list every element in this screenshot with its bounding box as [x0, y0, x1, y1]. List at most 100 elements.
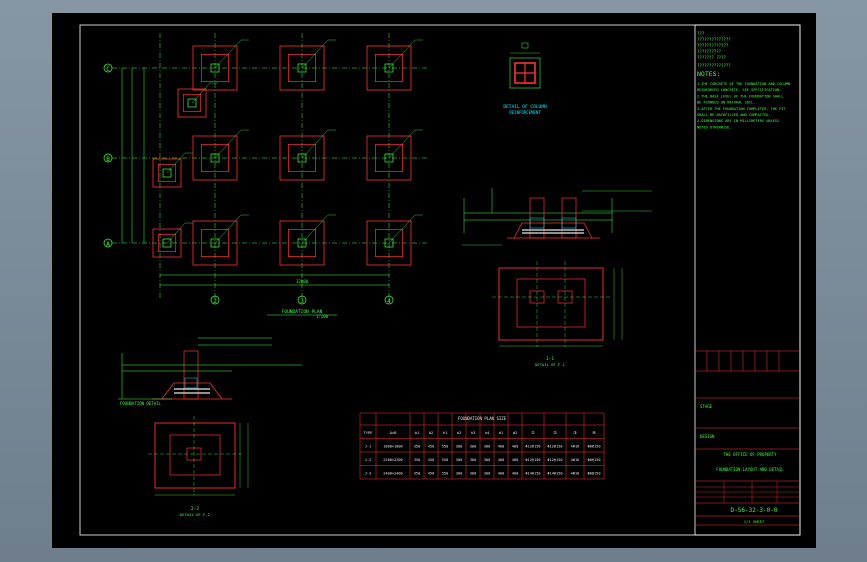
- table-cell: 550: [442, 444, 449, 448]
- note-line: 4.DIMENSIONS ARE IN MILLIMETERS UNLESS: [697, 119, 779, 123]
- note-line: 1.THE CONCRETE OF THE FOUNDATION AND COL…: [697, 82, 790, 86]
- table-cell: 450: [428, 444, 435, 448]
- section-1-note: DETAIL OF F-1: [535, 362, 565, 367]
- note-line: REINFORCED CONCRETE, SEE SPECIFICATION.: [697, 88, 781, 92]
- title-block: STAGE DESIGN THE OFFICE OF PROPERTY FOUN…: [695, 350, 800, 526]
- note-line: 3.AFTER THE FOUNDATION COMPLETED, THE PI…: [697, 107, 787, 111]
- svg-text:??????????????: ??????????????: [697, 37, 731, 42]
- footing: [177, 82, 218, 118]
- table-cell: 350: [414, 444, 421, 448]
- drawing-number: D-56-32-3-0-0: [731, 507, 778, 514]
- table-cell: 300: [470, 444, 477, 448]
- row-label-c: C: [106, 66, 110, 73]
- overall-dimension: 12000: [296, 279, 309, 284]
- elevation-left-label: FOUNDATION DETAIL: [120, 401, 162, 406]
- table-header-cell: ①: [531, 430, 535, 435]
- table-cell: 4Φ18: [571, 471, 580, 475]
- footing: [279, 214, 336, 266]
- footing: [192, 129, 249, 181]
- table-header-cell: h4: [485, 430, 490, 435]
- table-cell: 300: [456, 471, 463, 475]
- table-cell: J-1: [365, 444, 372, 448]
- row-label-a: A: [106, 241, 110, 248]
- table-title: FOUNDATION PLAN SIZE: [458, 416, 507, 421]
- table-cell: Φ14@150: [525, 471, 540, 475]
- table-cell: Φ8@150: [588, 458, 601, 462]
- table-header-cell: h2: [457, 430, 462, 435]
- table-cell: Φ12@150: [547, 444, 562, 448]
- table-cell: 1800×1800: [383, 444, 402, 448]
- table-header-cell: ③: [573, 430, 577, 435]
- table-cell: 2200×2200: [383, 458, 402, 462]
- notes-block: ??? ?????????????? ????????????? ???????…: [697, 31, 790, 129]
- table-header-cell: TYPE: [363, 430, 373, 435]
- table-header-cell: b1: [415, 430, 420, 435]
- title-column-border: [694, 24, 801, 536]
- table-header-cell: b2: [429, 430, 434, 435]
- footing: [192, 39, 249, 91]
- table-cell: 300: [484, 444, 491, 448]
- note-line: SHALL BE BACKFILLED AND COMPACTED.: [697, 113, 771, 117]
- table-cell: 400: [498, 458, 505, 462]
- svg-text:?????????????: ?????????????: [697, 43, 729, 48]
- stage-label: STAGE: [700, 404, 713, 409]
- table-header-cell: ④: [592, 430, 596, 435]
- footing: [279, 129, 336, 181]
- table-cell: J-2: [365, 458, 372, 462]
- table-cell: Φ12@150: [525, 444, 540, 448]
- table-cell: 300: [470, 471, 477, 475]
- table-header-cell: A×B: [390, 430, 398, 435]
- table-cell: 450: [428, 471, 435, 475]
- table-cell: 350: [414, 458, 421, 462]
- table-cell: Φ8@150: [588, 471, 601, 475]
- table-header-cell: ②: [553, 430, 557, 435]
- plan-scale: 1:100: [316, 314, 329, 319]
- table-cell: Φ14@150: [547, 471, 562, 475]
- plan-title: FOUNDATION PLAN: [282, 309, 323, 315]
- column-detail-subtitle: REINFORCEMENT: [509, 110, 541, 115]
- table-cell: 300: [484, 471, 491, 475]
- note-line: NOTED OTHERWISE.: [697, 125, 732, 129]
- footing: [192, 214, 249, 266]
- table-cell: 400: [512, 458, 519, 462]
- notes-heading: NOTES:: [697, 70, 720, 78]
- svg-text:??????? ????: ??????? ????: [697, 55, 726, 60]
- section-2-label: 2-2: [191, 506, 199, 512]
- note-line: BE FOUNDED ON NATURAL SOIL.: [697, 101, 755, 105]
- table-cell: 400: [512, 471, 519, 475]
- table-cell: 350: [414, 471, 421, 475]
- footing-elevation-right: [462, 188, 652, 246]
- col-label-3: 3: [300, 298, 304, 305]
- footing-plan-detail-1: 1-1 DETAIL OF F-1: [492, 261, 623, 367]
- footing-elevation-left: FOUNDATION DETAIL: [118, 337, 302, 406]
- footing-plan-detail-2: 2-2 DETAIL OF F-2: [148, 416, 249, 517]
- drawing-sheet: C B A 2 3 4 12000 FOUNDATION PLAN 1:100 …: [52, 13, 816, 548]
- table-cell: 400: [498, 444, 505, 448]
- footing: [366, 214, 423, 266]
- table-header-cell: h1: [443, 430, 448, 435]
- footing: [152, 152, 193, 188]
- svg-text:???: ???: [697, 31, 705, 36]
- table-cell: Φ8@150: [588, 444, 601, 448]
- table-header-cell: d2: [513, 430, 518, 435]
- row-label-b: B: [106, 156, 110, 163]
- table-cell: 300: [484, 458, 491, 462]
- table-cell: 4Φ16: [571, 444, 580, 448]
- design-label: DESIGN: [700, 434, 715, 439]
- table-cell: 2400×2400: [383, 471, 402, 475]
- footing: [152, 222, 193, 258]
- footing: [366, 129, 423, 181]
- table-cell: 300: [456, 444, 463, 448]
- project-title: FOUNDATION LAYOUT AND DETAIL: [716, 467, 784, 472]
- col-label-2: 2: [213, 298, 217, 305]
- footing: [366, 39, 423, 91]
- svg-text:??????????: ??????????: [697, 49, 722, 54]
- section-1-label: 1-1: [546, 356, 554, 362]
- table-cell: Φ12@150: [525, 458, 540, 462]
- svg-text:??????????????: ??????????????: [697, 63, 731, 68]
- column-detail-title: DETAIL OF COLUMN: [503, 104, 547, 110]
- column-section-detail: DETAIL OF COLUMN REINFORCEMENT: [503, 42, 547, 115]
- table-cell: 400: [498, 471, 505, 475]
- table-cell: 300: [456, 458, 463, 462]
- section-2-note: DETAIL OF F-2: [180, 512, 210, 517]
